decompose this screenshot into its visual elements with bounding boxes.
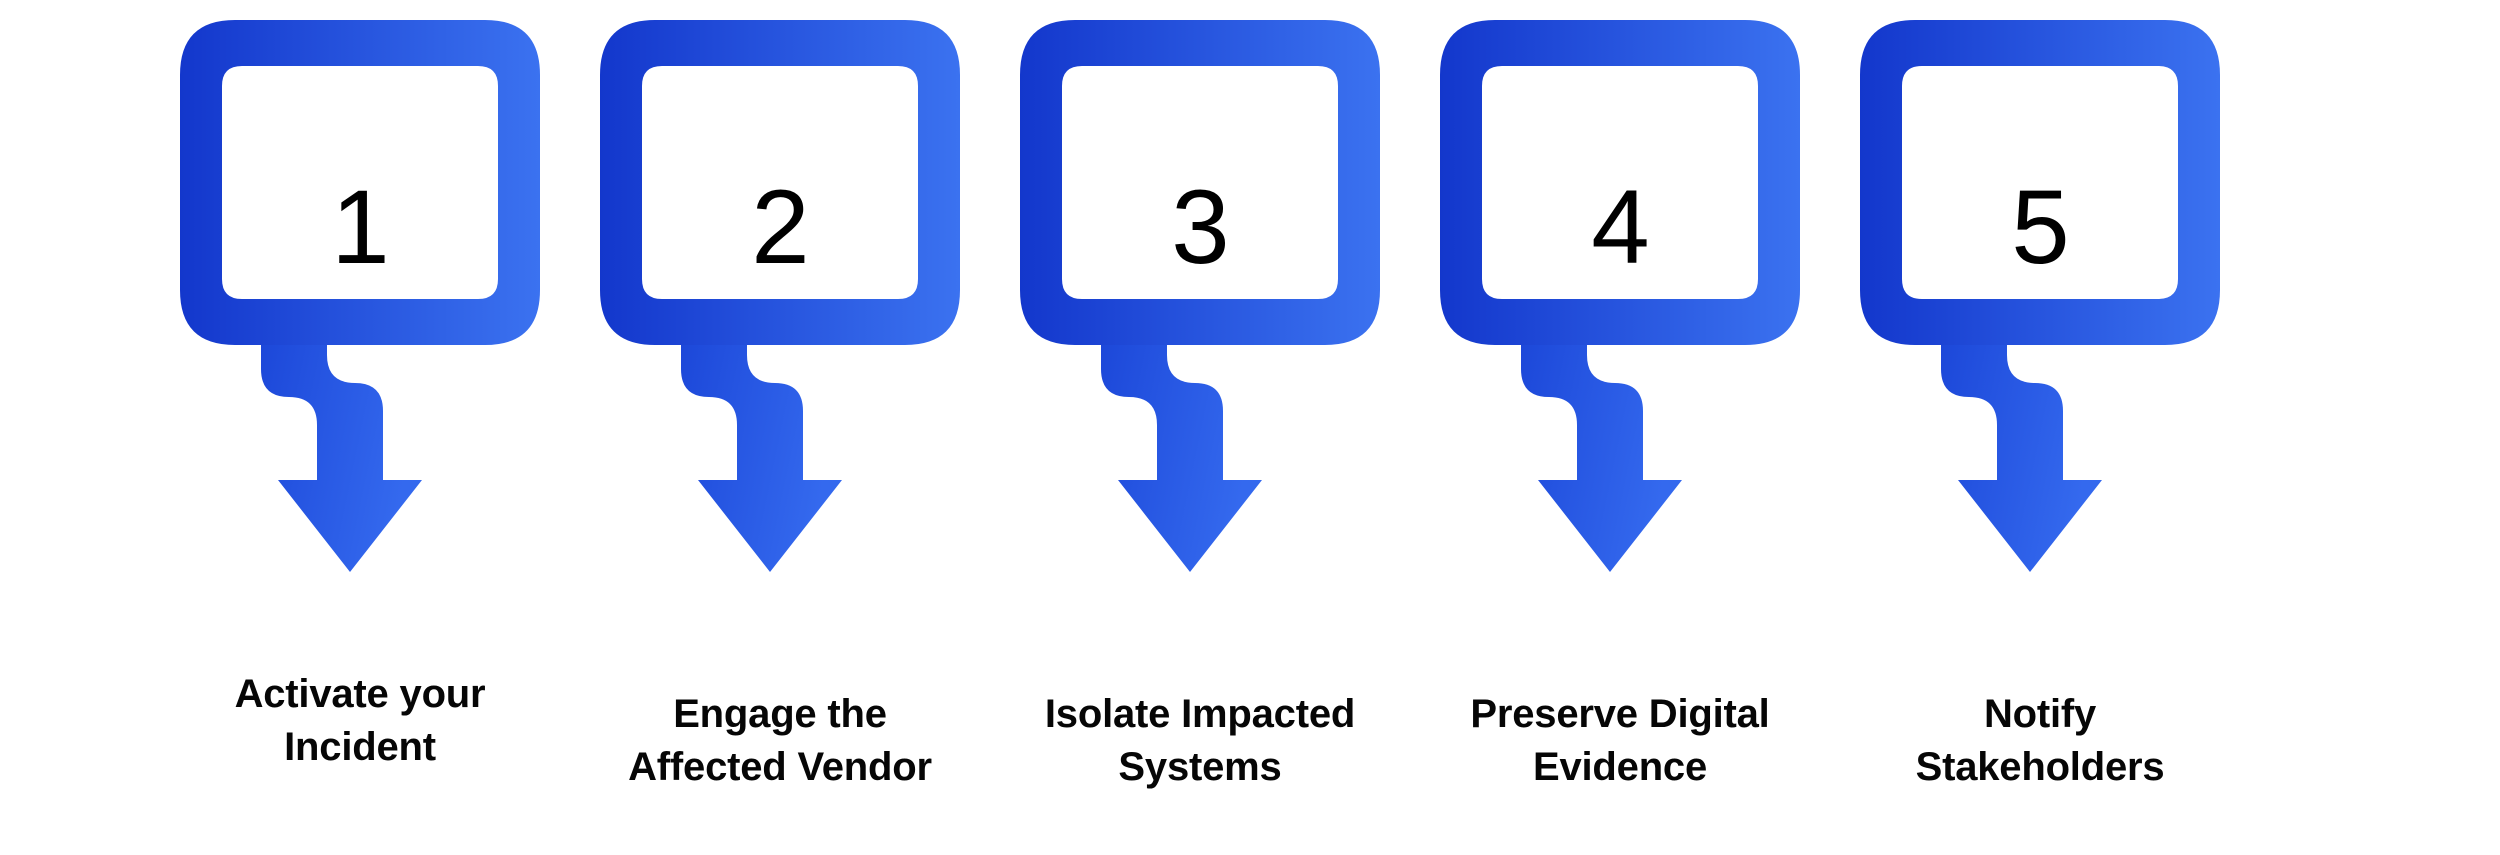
process-step-1[interactable]: 1 Activate your Incident xyxy=(150,0,570,855)
arrow-stem-and-head-3 xyxy=(1101,300,1262,572)
process-step-5[interactable]: 5 Notify Stakeholders xyxy=(1830,0,2250,855)
step-label-1: Activate your Incident xyxy=(130,668,590,774)
step-label-line-1: Notify xyxy=(1983,692,2097,736)
step-label-line-1: Engage the xyxy=(673,692,887,736)
step-badge-graphic-4 xyxy=(1410,0,1830,660)
step-badge-graphic-1 xyxy=(150,0,570,660)
badge-ring-4 xyxy=(1440,20,1800,345)
step-label-line-2: Stakeholders xyxy=(1915,744,2165,789)
step-label-5: Notify Stakeholders xyxy=(1810,688,2270,794)
badge-ring-5 xyxy=(1860,20,2220,345)
arrow-stem-and-head-4 xyxy=(1521,300,1682,572)
arrow-stem-and-head-2 xyxy=(681,300,842,572)
arrow-stem-and-head-1 xyxy=(261,300,422,572)
step-label-line-2: Incident xyxy=(284,724,436,769)
step-label-line-1: Isolate Impacted xyxy=(1044,692,1356,736)
step-label-4: Preserve Digital Evidence xyxy=(1390,688,1850,794)
step-badge-graphic-3 xyxy=(990,0,1410,660)
step-label-line-2: Affected Vendor xyxy=(628,744,932,789)
process-step-4[interactable]: 4 Preserve Digital Evidence xyxy=(1410,0,1830,855)
step-number-2: 2 xyxy=(751,169,809,286)
arrow-stem-and-head-5 xyxy=(1941,300,2102,572)
step-label-line-1: Preserve Digital xyxy=(1470,692,1770,736)
step-badge-graphic-5 xyxy=(1830,0,2250,660)
step-label-2: Engage the Affected Vendor xyxy=(550,688,1010,794)
badge-ring-1 xyxy=(180,20,540,345)
step-number-5: 5 xyxy=(2011,169,2069,286)
process-step-3[interactable]: 3 Isolate Impacted Systems xyxy=(990,0,1410,855)
step-label-line-2: Systems xyxy=(1118,744,1282,789)
step-badge-graphic-2 xyxy=(570,0,990,660)
step-number-1: 1 xyxy=(331,169,389,286)
process-step-2[interactable]: 2 Engage the Affected Vendor xyxy=(570,0,990,855)
step-number-4: 4 xyxy=(1591,169,1649,286)
step-label-line-1: Activate your xyxy=(234,672,486,716)
badge-ring-2 xyxy=(600,20,960,345)
step-label-3: Isolate Impacted Systems xyxy=(970,688,1430,794)
step-label-line-2: Evidence xyxy=(1532,744,1708,789)
step-number-3: 3 xyxy=(1171,169,1229,286)
badge-ring-3 xyxy=(1020,20,1380,345)
